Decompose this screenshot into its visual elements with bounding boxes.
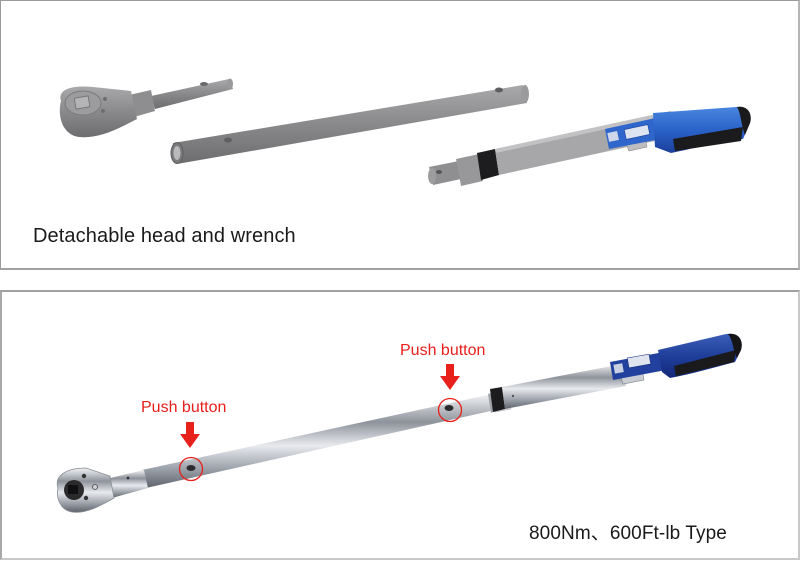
panel-caption: 800Nm、600Ft-lb Type bbox=[529, 523, 727, 544]
ratchet-head-part bbox=[59, 78, 233, 138]
panel-caption: Detachable head and wrench bbox=[33, 225, 296, 247]
extension-tube-part bbox=[170, 85, 529, 164]
lower-push-button bbox=[178, 422, 204, 482]
detachable-parts-illustration bbox=[59, 78, 751, 186]
push-button-label: Push button bbox=[400, 342, 486, 359]
assembled-wrench-illustration bbox=[56, 333, 742, 513]
highlight-circle-icon bbox=[437, 397, 463, 423]
push-button-label: Push button bbox=[141, 399, 227, 416]
upper-push-button bbox=[437, 364, 463, 423]
assembled-wrench-panel: Push button Push button 800Nm、600Ft-lb T… bbox=[0, 290, 800, 560]
highlight-circle-icon bbox=[178, 456, 204, 482]
torque-wrench-handle-part bbox=[428, 106, 751, 186]
arrow-down-icon bbox=[180, 422, 200, 448]
assembled-torque-wrench bbox=[56, 333, 742, 513]
detachable-parts-panel: Detachable head and wrench bbox=[0, 0, 800, 270]
arrow-down-icon bbox=[440, 364, 460, 390]
